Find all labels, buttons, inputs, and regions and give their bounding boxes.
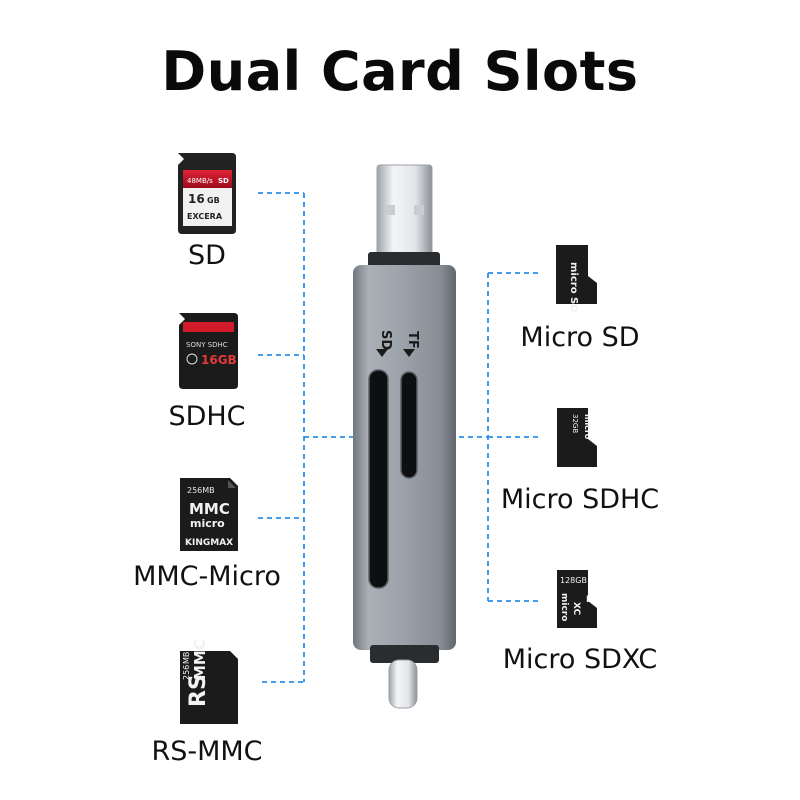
arrow-tf-icon xyxy=(403,349,415,357)
label-sdhc: SDHC xyxy=(168,401,246,432)
mmc-micro-card: 256MB MMC micro KINGMAX xyxy=(180,478,238,551)
label-sd: SD xyxy=(188,240,226,271)
slot-tf-label: TF xyxy=(405,331,420,349)
label-mmc-micro: MMC-Micro xyxy=(133,561,281,592)
slot-sd-label: SD xyxy=(378,330,393,350)
svg-text:256: 256 xyxy=(182,665,191,680)
svg-text:micro SD: micro SD xyxy=(568,262,579,313)
arrow-sd-icon xyxy=(376,349,388,357)
sd-slot xyxy=(368,369,389,589)
svg-text:MB: MB xyxy=(182,652,191,664)
svg-text:KINGMAX: KINGMAX xyxy=(185,538,233,548)
svg-text:XC: XC xyxy=(571,602,581,616)
card-reader: SD TF xyxy=(353,164,456,709)
micro-sdxc-card: 128GB micro XC I xyxy=(557,570,597,628)
label-micro-sdxc: Micro SDXC xyxy=(502,644,658,675)
svg-text:128GB: 128GB xyxy=(560,576,587,585)
svg-text:micro: micro xyxy=(559,593,569,621)
svg-text:16GB: 16GB xyxy=(201,353,237,367)
svg-text:micro: micro xyxy=(583,414,592,440)
sd-card: 48MB/s SD 16 GB EXCERA xyxy=(178,153,236,234)
svg-text:I: I xyxy=(586,595,589,605)
label-micro-sd: Micro SD xyxy=(520,322,640,353)
connector-lines xyxy=(258,192,538,683)
svg-text:RS: RS xyxy=(186,674,211,707)
tf-slot xyxy=(400,371,418,479)
label-rs-mmc: RS-MMC xyxy=(151,736,263,767)
sdhc-card: SONY SDHC 16GB xyxy=(179,313,238,389)
micro-sdhc-card: 32GB micro xyxy=(557,408,597,467)
svg-text:EXCERA: EXCERA xyxy=(187,212,223,221)
svg-text:32GB: 32GB xyxy=(571,414,579,433)
svg-text:MMC: MMC xyxy=(191,639,209,680)
usb-c-plug xyxy=(388,659,418,709)
svg-text:SD: SD xyxy=(218,177,229,185)
svg-text:256MB: 256MB xyxy=(187,486,215,495)
svg-text:16: 16 xyxy=(188,192,205,206)
micro-sd-card: micro SD xyxy=(556,245,597,313)
page-title: Dual Card Slots xyxy=(161,40,639,103)
svg-text:micro: micro xyxy=(190,517,225,530)
svg-text:SONY SDHC: SONY SDHC xyxy=(186,341,228,349)
svg-text:MMC: MMC xyxy=(189,500,230,518)
svg-text:GB: GB xyxy=(207,196,220,205)
label-micro-sdhc: Micro SDHC xyxy=(500,484,660,515)
svg-text:48MB/s: 48MB/s xyxy=(187,177,213,185)
rs-mmc-card: RS MMC 256 MB xyxy=(180,639,238,724)
